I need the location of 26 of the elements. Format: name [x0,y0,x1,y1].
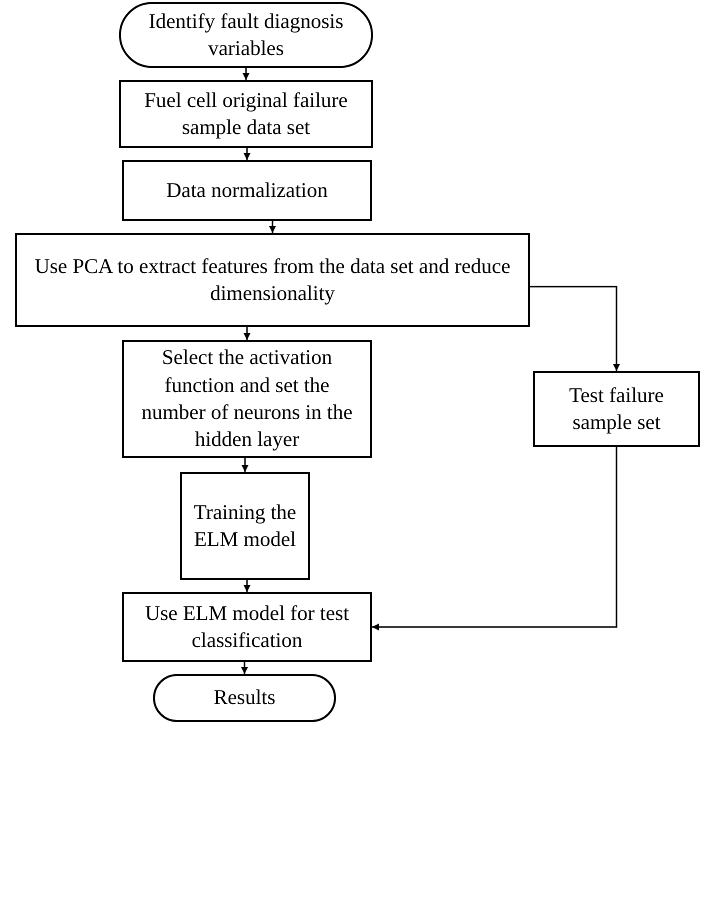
node-label: Fuel cell original failure sample data set [143,86,349,141]
terminal-shape [153,674,336,722]
process-box [15,233,530,327]
arrow [244,580,250,592]
process-box [122,340,372,458]
node-label: Training the ELM model [192,498,298,553]
process-box [180,472,310,580]
node-label: Use ELM model for test classification [144,600,350,654]
node-label: Use PCA to extract features from the data set and reduce dimensionality [34,252,512,307]
arrow [372,447,618,630]
node-label: Identify fault diagnosis variables [148,8,344,62]
process-box [122,160,372,221]
node-label: Results [214,684,276,712]
process-box [119,80,373,148]
arrow [244,327,250,340]
arrow [242,458,248,472]
arrow [242,68,250,80]
arrow [241,662,248,674]
arrow [530,286,620,371]
node-label: Select the activation function and set the number of neurons in the hidden layer [140,344,354,454]
process-box [533,371,700,447]
process-box [122,592,372,662]
arrow [244,148,250,160]
node-label: Test failure sample set [568,382,665,436]
arrow [269,221,276,233]
node-label: Data normalization [166,176,328,204]
